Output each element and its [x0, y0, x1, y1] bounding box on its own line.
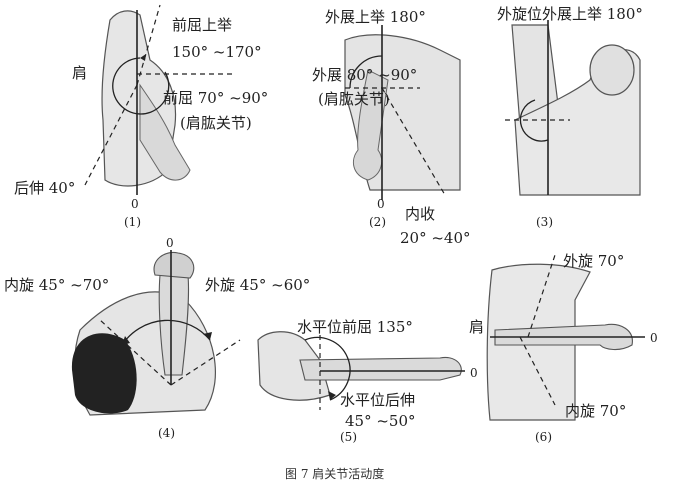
panel-4-zero-label: 0 [166, 236, 174, 250]
panel-2-rotation-arc [349, 55, 383, 89]
panel-4-external-label: 外旋 45° ~60° [205, 276, 310, 294]
panel-1-flexion-up-range: 150° ~170° [172, 43, 262, 61]
panel-2-dashed-adduction [381, 87, 446, 196]
panel-2-abduction-up-label: 外展上举 180° [325, 8, 426, 26]
panel-5: 水平位前屈 135° 0 水平位后伸 45° ~50° (5) [257, 318, 478, 444]
panel-6-internal-label: 内旋 70° [565, 402, 626, 420]
panel-1-zero-label: 0 [131, 197, 139, 211]
panel-3: 外旋位外展上举 180° (3) [497, 5, 643, 229]
panel-5-zero-label: 0 [470, 366, 478, 380]
panel-5-arm [299, 356, 462, 381]
panel-1-arm [139, 83, 191, 181]
panel-1-number: (1) [124, 215, 141, 229]
panel-5-arc-arrow [328, 391, 336, 400]
panel-4-forearm [158, 274, 190, 376]
panel-4-internal-label: 内旋 45° ~70° [4, 276, 109, 294]
panel-2-joint-label: (肩肱关节) [318, 90, 390, 108]
panel-1: 前屈上举 150° ~170° 肩 前屈 70° ~90° (肩肱关节) 后伸 … [14, 4, 268, 229]
panel-1-shoulder-label: 肩 [72, 64, 87, 82]
panel-5-h-flex-label: 水平位前屈 135° [297, 318, 413, 336]
panel-4-head [71, 333, 137, 414]
panel-4-arc-arrow-right [203, 332, 212, 340]
panel-4-rotation-arc [121, 319, 211, 346]
panel-1-extension-label: 后伸 40° [14, 179, 75, 197]
panel-2: 外展上举 180° 外展 80° ~90° (肩肱关节) 0 内收 20° ~4… [312, 8, 471, 247]
panel-6-zero-label: 0 [650, 331, 658, 345]
panel-6-dashed-internal [519, 336, 556, 406]
figure-caption: 图 7 肩关节活动度 [285, 466, 384, 481]
panel-2-number: (2) [369, 215, 386, 229]
panel-1-dashed-flexion-up [136, 4, 161, 86]
panel-2-abduction-label: 外展 80° ~90° [312, 66, 417, 84]
panel-3-ext-rot-up-label: 外旋位外展上举 180° [497, 5, 643, 23]
panel-1-flexion-label: 前屈 70° ~90° [163, 89, 268, 107]
panel-4: 0 内旋 45° ~70° 外旋 45° ~60° (4) [4, 236, 310, 440]
panel-3-number: (3) [536, 215, 553, 229]
panel-2-adduction-label: 内收 [405, 205, 435, 223]
panel-1-arc-arrow [140, 54, 146, 61]
panel-1-joint-label: (肩肱关节) [180, 114, 252, 132]
panel-2-adduction-range: 20° ~40° [400, 229, 471, 247]
panel-4-dashed-internal [99, 319, 172, 386]
panel-6-external-label: 外旋 70° [563, 252, 624, 270]
panel-5-rotation-arc [304, 336, 351, 401]
panel-4-arc-arrow-left [122, 336, 130, 345]
panel-6-shoulder-label: 肩 [469, 318, 484, 336]
panel-2-zero-label: 0 [377, 197, 385, 211]
panel-1-dashed-extension [84, 84, 138, 186]
panel-3-rotation-arc [519, 99, 549, 142]
panel-6-number: (6) [535, 430, 552, 444]
panel-4-dashed-external [170, 339, 241, 386]
panel-5-h-ext-range: 45° ~50° [345, 412, 416, 430]
panel-4-number: (4) [158, 426, 175, 440]
panel-6: 外旋 70° 肩 0 内旋 70° (6) [469, 252, 658, 444]
panel-5-h-ext-label: 水平位后伸 [340, 391, 415, 409]
panel-3-head [589, 44, 635, 96]
panel-1-rotation-arc [112, 57, 170, 115]
panel-5-number: (5) [340, 430, 357, 444]
panel-4-fist [153, 251, 195, 279]
panel-1-flexion-up-label: 前屈上举 [172, 16, 232, 34]
